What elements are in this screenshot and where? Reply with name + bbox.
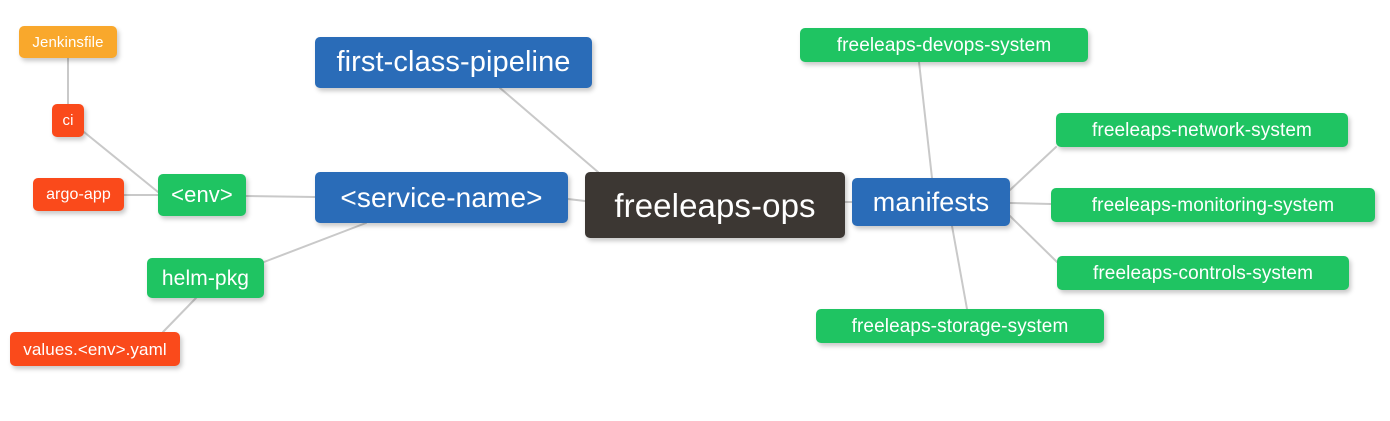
node-manifests[interactable]: manifests [852,178,1010,226]
node-label-manifests: manifests [872,186,990,217]
edge-first-class-pipeline-to-freeleaps-ops [499,87,599,173]
node-ci[interactable]: ci [52,104,84,137]
node-label-freeleaps-controls-system: freeleaps-controls-system [1092,262,1314,284]
node-label-freeleaps-ops: freeleaps-ops [614,186,816,224]
node-env[interactable]: <env> [158,174,246,216]
edge-manifests-to-freeleaps-monitoring-system [1009,202,1052,205]
node-label-argo-app: argo-app [46,185,111,203]
node-first-class-pipeline[interactable]: first-class-pipeline [315,37,592,88]
edge-manifests-to-freeleaps-storage-system [951,225,968,310]
node-label-freeleaps-network-system: freeleaps-network-system [1092,119,1312,141]
node-freeleaps-devops-system[interactable]: freeleaps-devops-system [800,28,1088,62]
node-freeleaps-network-system[interactable]: freeleaps-network-system [1056,113,1348,147]
node-label-freeleaps-devops-system: freeleaps-devops-system [836,34,1052,56]
edge-manifests-to-freeleaps-network-system [1009,146,1057,191]
node-label-freeleaps-monitoring-system: freeleaps-monitoring-system [1091,194,1335,216]
node-jenkinsfile[interactable]: Jenkinsfile [19,26,117,58]
node-label-values-yaml: values.<env>.yaml [23,339,167,359]
edge-service-name-to-freeleaps-ops [567,198,586,202]
edge-env-to-service-name [245,195,316,198]
node-label-service-name: <service-name> [340,181,543,213]
edge-values-yaml-to-helm-pkg [162,297,197,333]
node-label-first-class-pipeline: first-class-pipeline [336,46,571,78]
node-argo-app[interactable]: argo-app [33,178,124,211]
node-label-ci: ci [62,112,74,129]
edge-manifests-to-freeleaps-devops-system [918,61,933,179]
edge-manifests-to-freeleaps-controls-system [1009,215,1058,263]
node-service-name[interactable]: <service-name> [315,172,568,223]
node-freeleaps-controls-system[interactable]: freeleaps-controls-system [1057,256,1349,290]
node-values-yaml[interactable]: values.<env>.yaml [10,332,180,366]
node-label-freeleaps-storage-system: freeleaps-storage-system [851,315,1069,337]
node-helm-pkg[interactable]: helm-pkg [147,258,264,298]
node-freeleaps-ops[interactable]: freeleaps-ops [585,172,845,238]
node-label-jenkinsfile: Jenkinsfile [32,33,104,51]
node-freeleaps-storage-system[interactable]: freeleaps-storage-system [816,309,1104,343]
node-label-helm-pkg: helm-pkg [161,266,250,290]
node-label-env: <env> [171,182,233,207]
edge-helm-pkg-to-service-name [263,222,367,263]
node-freeleaps-monitoring-system[interactable]: freeleaps-monitoring-system [1051,188,1375,222]
